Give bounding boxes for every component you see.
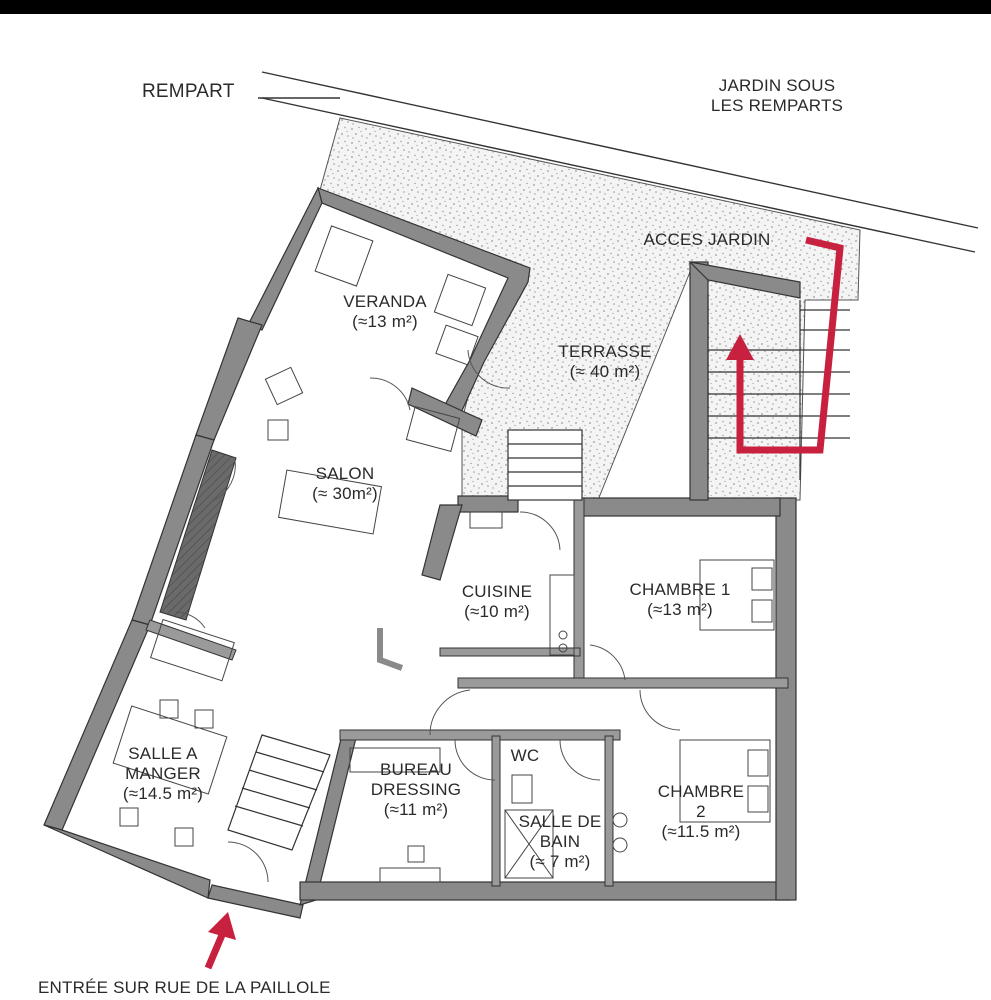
rempart-label: REMPART: [142, 81, 235, 102]
room-salle-de-bain-name2: BAIN: [539, 832, 581, 851]
entree-label: ENTRÉE SUR RUE DE LA PAILLOLE: [38, 978, 331, 997]
room-cuisine-area: (≈10 m²): [464, 602, 530, 621]
room-bureau: BUREAU DRESSING (≈11 m²): [356, 760, 476, 820]
entry-arrow: [204, 912, 236, 970]
jardin-label-line1: JARDIN SOUS: [718, 76, 836, 95]
doors: [175, 349, 681, 883]
hatched-wall: [159, 449, 237, 621]
room-terrasse: TERRASSE (≈ 40 m²): [540, 342, 670, 382]
room-cuisine: CUISINE (≈10 m²): [432, 582, 562, 622]
room-chambre2-area: (≈11.5 m²): [661, 822, 741, 841]
room-bureau-name2: DRESSING: [370, 780, 462, 799]
interior-walls: [145, 497, 789, 887]
room-chambre1-area: (≈13 m²): [647, 600, 713, 619]
furniture: [112, 225, 775, 883]
room-chambre1-name: CHAMBRE 1: [629, 580, 731, 599]
entry-stairs: [227, 734, 331, 851]
top-band: [0, 0, 991, 14]
room-chambre2: CHAMBRE 2 (≈11.5 m²): [636, 782, 766, 842]
room-cuisine-name: CUISINE: [461, 582, 533, 601]
room-veranda: VERANDA (≈13 m²): [320, 292, 450, 332]
jardin-label-line2: LES REMPARTS: [710, 96, 844, 115]
room-salle-a-manger-name1: SALLE A: [128, 744, 198, 763]
jardin-label: JARDIN SOUS LES REMPARTS: [692, 76, 862, 116]
garden-access-arrowhead: [726, 334, 754, 360]
room-terrasse-name: TERRASSE: [558, 342, 652, 361]
room-salle-de-bain-area: (≈ 7 m²): [529, 852, 591, 871]
room-wc: WC: [502, 746, 548, 766]
terrace-stairs: [507, 429, 583, 501]
room-wc-name: WC: [510, 746, 540, 765]
exterior-walls: [43, 186, 801, 919]
acces-jardin-label: ACCES JARDIN: [643, 230, 771, 249]
room-chambre2-name1: CHAMBRE: [657, 782, 745, 801]
room-salon: SALON (≈ 30m²): [280, 464, 410, 504]
room-chambre1: CHAMBRE 1 (≈13 m²): [610, 580, 750, 620]
room-veranda-name: VERANDA: [343, 292, 427, 311]
room-salle-a-manger-name2: MANGER: [125, 764, 201, 783]
room-salle-de-bain: SALLE DE BAIN (≈ 7 m²): [508, 812, 612, 872]
room-salle-a-manger: SALLE A MANGER (≈14.5 m²): [98, 744, 228, 804]
rempart-wall: [258, 71, 979, 253]
garden-access-arrow: [736, 236, 844, 454]
room-salon-name: SALON: [315, 464, 375, 483]
room-bureau-area: (≈11 m²): [383, 800, 449, 819]
room-veranda-area: (≈13 m²): [352, 312, 418, 331]
room-bureau-name1: BUREAU: [379, 760, 453, 779]
room-terrasse-area: (≈ 40 m²): [569, 362, 641, 381]
room-salon-area: (≈ 30m²): [312, 484, 378, 503]
room-chambre2-name2: 2: [696, 802, 706, 821]
room-salle-a-manger-area: (≈14.5 m²): [122, 784, 204, 803]
room-salle-de-bain-name1: SALLE DE: [518, 812, 602, 831]
